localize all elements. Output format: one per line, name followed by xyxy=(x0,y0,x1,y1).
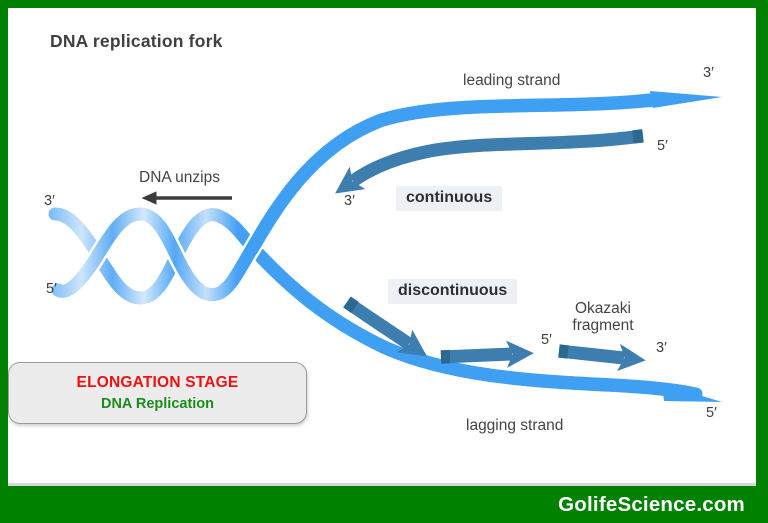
stage-callout-box: ELONGATION STAGE DNA Replication xyxy=(8,362,307,424)
continuous-arrow-start-tab xyxy=(632,129,644,144)
continuous-arrow xyxy=(335,129,643,194)
okazaki-fragment-line2: fragment xyxy=(572,317,634,335)
footer-site-name: GolifeScience.com xyxy=(558,493,745,516)
stage-subtitle: DNA Replication xyxy=(100,396,215,412)
lagging-strand-5prime-label: 5′ xyxy=(706,405,717,421)
continuous-3prime-label: 3′ xyxy=(344,193,355,209)
leading-template-solid xyxy=(245,93,659,256)
leading-template-tip xyxy=(650,91,722,108)
okazaki-3prime-label: 3′ xyxy=(656,340,667,356)
stage-title: ELONGATION STAGE xyxy=(76,374,239,391)
dna-unzips-label: DNA unzips xyxy=(139,169,220,186)
helix-5prime-label: 5′ xyxy=(46,281,57,297)
lagging-template-solid xyxy=(244,239,697,400)
leading-strand-3prime-label: 3′ xyxy=(703,65,714,81)
helix-strand-2-leading-template xyxy=(51,207,259,302)
footer-bar: GolifeScience.com xyxy=(0,487,768,523)
okazaki-fragment-line1: Okazaki xyxy=(575,300,631,317)
continuous-5prime-label: 5′ xyxy=(657,138,668,154)
helix-3prime-label: 3′ xyxy=(44,193,55,209)
okazaki-arrow-2 xyxy=(440,340,534,368)
page-title: DNA replication fork xyxy=(50,31,223,51)
lagging-template-tip xyxy=(662,384,722,402)
okazaki-arrow-1-tab xyxy=(343,296,359,314)
okazaki-arrow-3 xyxy=(558,343,646,371)
okazaki-fragment-label: Okazaki fragment xyxy=(558,300,648,335)
okazaki-arrow-3-tab xyxy=(558,344,569,359)
lagging-strand-label: lagging strand xyxy=(466,417,564,434)
okazaki-5prime-label: 5′ xyxy=(541,332,552,348)
leading-strand-label: leading strand xyxy=(463,72,561,89)
discontinuous-label: discontinuous xyxy=(388,279,518,304)
continuous-label: continuous xyxy=(396,186,503,211)
